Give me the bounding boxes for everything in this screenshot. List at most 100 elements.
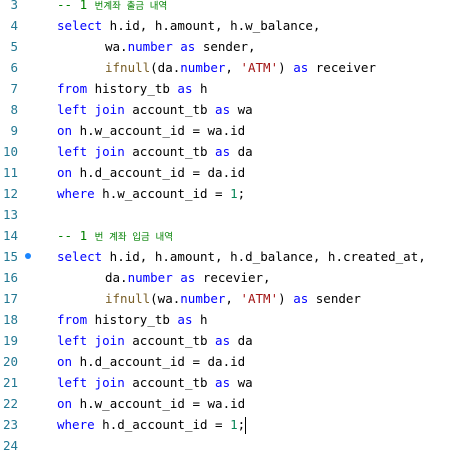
code-line[interactable]: 11 on h.d_account_id = da.id — [0, 162, 459, 183]
code-token: recevier, — [195, 270, 271, 285]
code-token: ) — [278, 291, 294, 306]
line-number: 7 — [10, 81, 18, 96]
number-token: 1 — [230, 417, 238, 432]
code-text: on h.d_account_id = da.id — [57, 162, 245, 183]
code-text: on h.d_account_id = da.id — [57, 351, 245, 372]
code-token: wa — [230, 102, 253, 117]
line-number: 24 — [2, 438, 18, 453]
code-text: from history_tb as h — [57, 78, 208, 99]
keyword-token: number — [127, 39, 173, 54]
keyword-token: as — [215, 144, 231, 159]
code-text: left join account_tb as wa — [57, 99, 253, 120]
keyword-token: as — [293, 60, 309, 75]
code-line[interactable]: 19 left join account_tb as da — [0, 330, 459, 351]
code-text: ifnull(wa.number, 'ATM') as sender — [57, 288, 361, 309]
code-token: (wa. — [150, 291, 181, 306]
code-text: -- 1 번계좌 출금 내역 — [57, 0, 167, 17]
keyword-token: on — [57, 165, 73, 180]
code-token: h.w_account_id = — [94, 186, 231, 201]
code-line[interactable]: 10 left join account_tb as da — [0, 141, 459, 162]
code-line[interactable]: 16 da.number as recevier, — [0, 267, 459, 288]
keyword-token: number — [127, 270, 173, 285]
line-number: 10 — [2, 144, 18, 159]
keyword-token: where — [57, 186, 95, 201]
keyword-token: as — [215, 375, 231, 390]
code-text: on h.w_account_id = wa.id — [57, 393, 245, 414]
line-number: 9 — [10, 123, 18, 138]
code-text: select h.id, h.amount, h.w_balance, — [57, 15, 320, 36]
line-number: 16 — [2, 270, 18, 285]
code-token: sender — [308, 291, 361, 306]
line-number: 18 — [2, 312, 18, 327]
code-text: left join account_tb as da — [57, 330, 253, 351]
keyword-token: left join — [57, 333, 125, 348]
keyword-token: on — [57, 123, 73, 138]
keyword-token: as — [180, 39, 196, 54]
code-line[interactable]: 12 where h.w_account_id = 1; — [0, 183, 459, 204]
code-line[interactable]: 13 — [0, 204, 459, 225]
function-token: ifnull — [105, 60, 151, 75]
code-line[interactable]: 3-- 1 번계좌 출금 내역 — [0, 0, 459, 15]
code-line[interactable]: 9 on h.w_account_id = wa.id — [0, 120, 459, 141]
code-line[interactable]: 23 where h.d_account_id = 1; — [0, 414, 459, 435]
code-token: , — [225, 291, 241, 306]
code-token: da — [230, 333, 253, 348]
comment-token: -- 1 — [57, 228, 95, 243]
code-token: history_tb — [87, 312, 178, 327]
code-line[interactable]: 24 — [0, 435, 459, 456]
code-token: wa — [230, 375, 253, 390]
code-line[interactable]: 6 ifnull(da.number, 'ATM') as receiver — [0, 57, 459, 78]
line-number: 17 — [2, 291, 18, 306]
modified-dot-icon[interactable] — [25, 253, 31, 259]
code-line[interactable]: 14-- 1 번 계좌 입금 내역 — [0, 225, 459, 246]
code-token: ; — [237, 417, 246, 432]
code-token: wa. — [105, 39, 128, 54]
keyword-token: as — [215, 333, 231, 348]
line-number: 13 — [2, 207, 18, 222]
line-number: 12 — [2, 186, 18, 201]
line-number: 11 — [2, 165, 18, 180]
code-line[interactable]: 17 ifnull(wa.number, 'ATM') as sender — [0, 288, 459, 309]
code-text: on h.w_account_id = wa.id — [57, 120, 245, 141]
string-token: 'ATM' — [240, 60, 279, 75]
line-number: 14 — [2, 228, 18, 243]
keyword-token: as — [177, 81, 193, 96]
code-text: left join account_tb as wa — [57, 372, 253, 393]
keyword-token: number — [180, 291, 226, 306]
code-text: select h.id, h.amount, h.d_balance, h.cr… — [57, 246, 426, 267]
keyword-token: as — [180, 270, 196, 285]
line-number: 6 — [10, 60, 18, 75]
code-text: wa.number as sender, — [57, 36, 256, 57]
code-token: receiver — [308, 60, 376, 75]
code-text: left join account_tb as da — [57, 141, 253, 162]
keyword-token: from — [57, 81, 88, 96]
code-text: da.number as recevier, — [57, 267, 271, 288]
keyword-token: where — [57, 417, 95, 432]
code-text: where h.d_account_id = 1; — [57, 414, 247, 435]
keyword-token: as — [177, 312, 193, 327]
keyword-token: left join — [57, 102, 125, 117]
code-token: h.d_account_id = — [94, 417, 231, 432]
text-cursor — [245, 417, 247, 434]
string-token: 'ATM' — [240, 291, 279, 306]
code-text: where h.w_account_id = 1; — [57, 183, 245, 204]
line-number: 23 — [2, 417, 18, 432]
code-token: , — [225, 60, 241, 75]
code-token: history_tb — [87, 81, 178, 96]
code-token: da. — [105, 270, 128, 285]
code-token: ; — [237, 186, 246, 201]
keyword-token: left join — [57, 375, 125, 390]
line-number: 19 — [2, 333, 18, 348]
code-line[interactable]: 7 from history_tb as h — [0, 78, 459, 99]
code-text: ifnull(da.number, 'ATM') as receiver — [57, 57, 376, 78]
keyword-token: select — [57, 249, 103, 264]
